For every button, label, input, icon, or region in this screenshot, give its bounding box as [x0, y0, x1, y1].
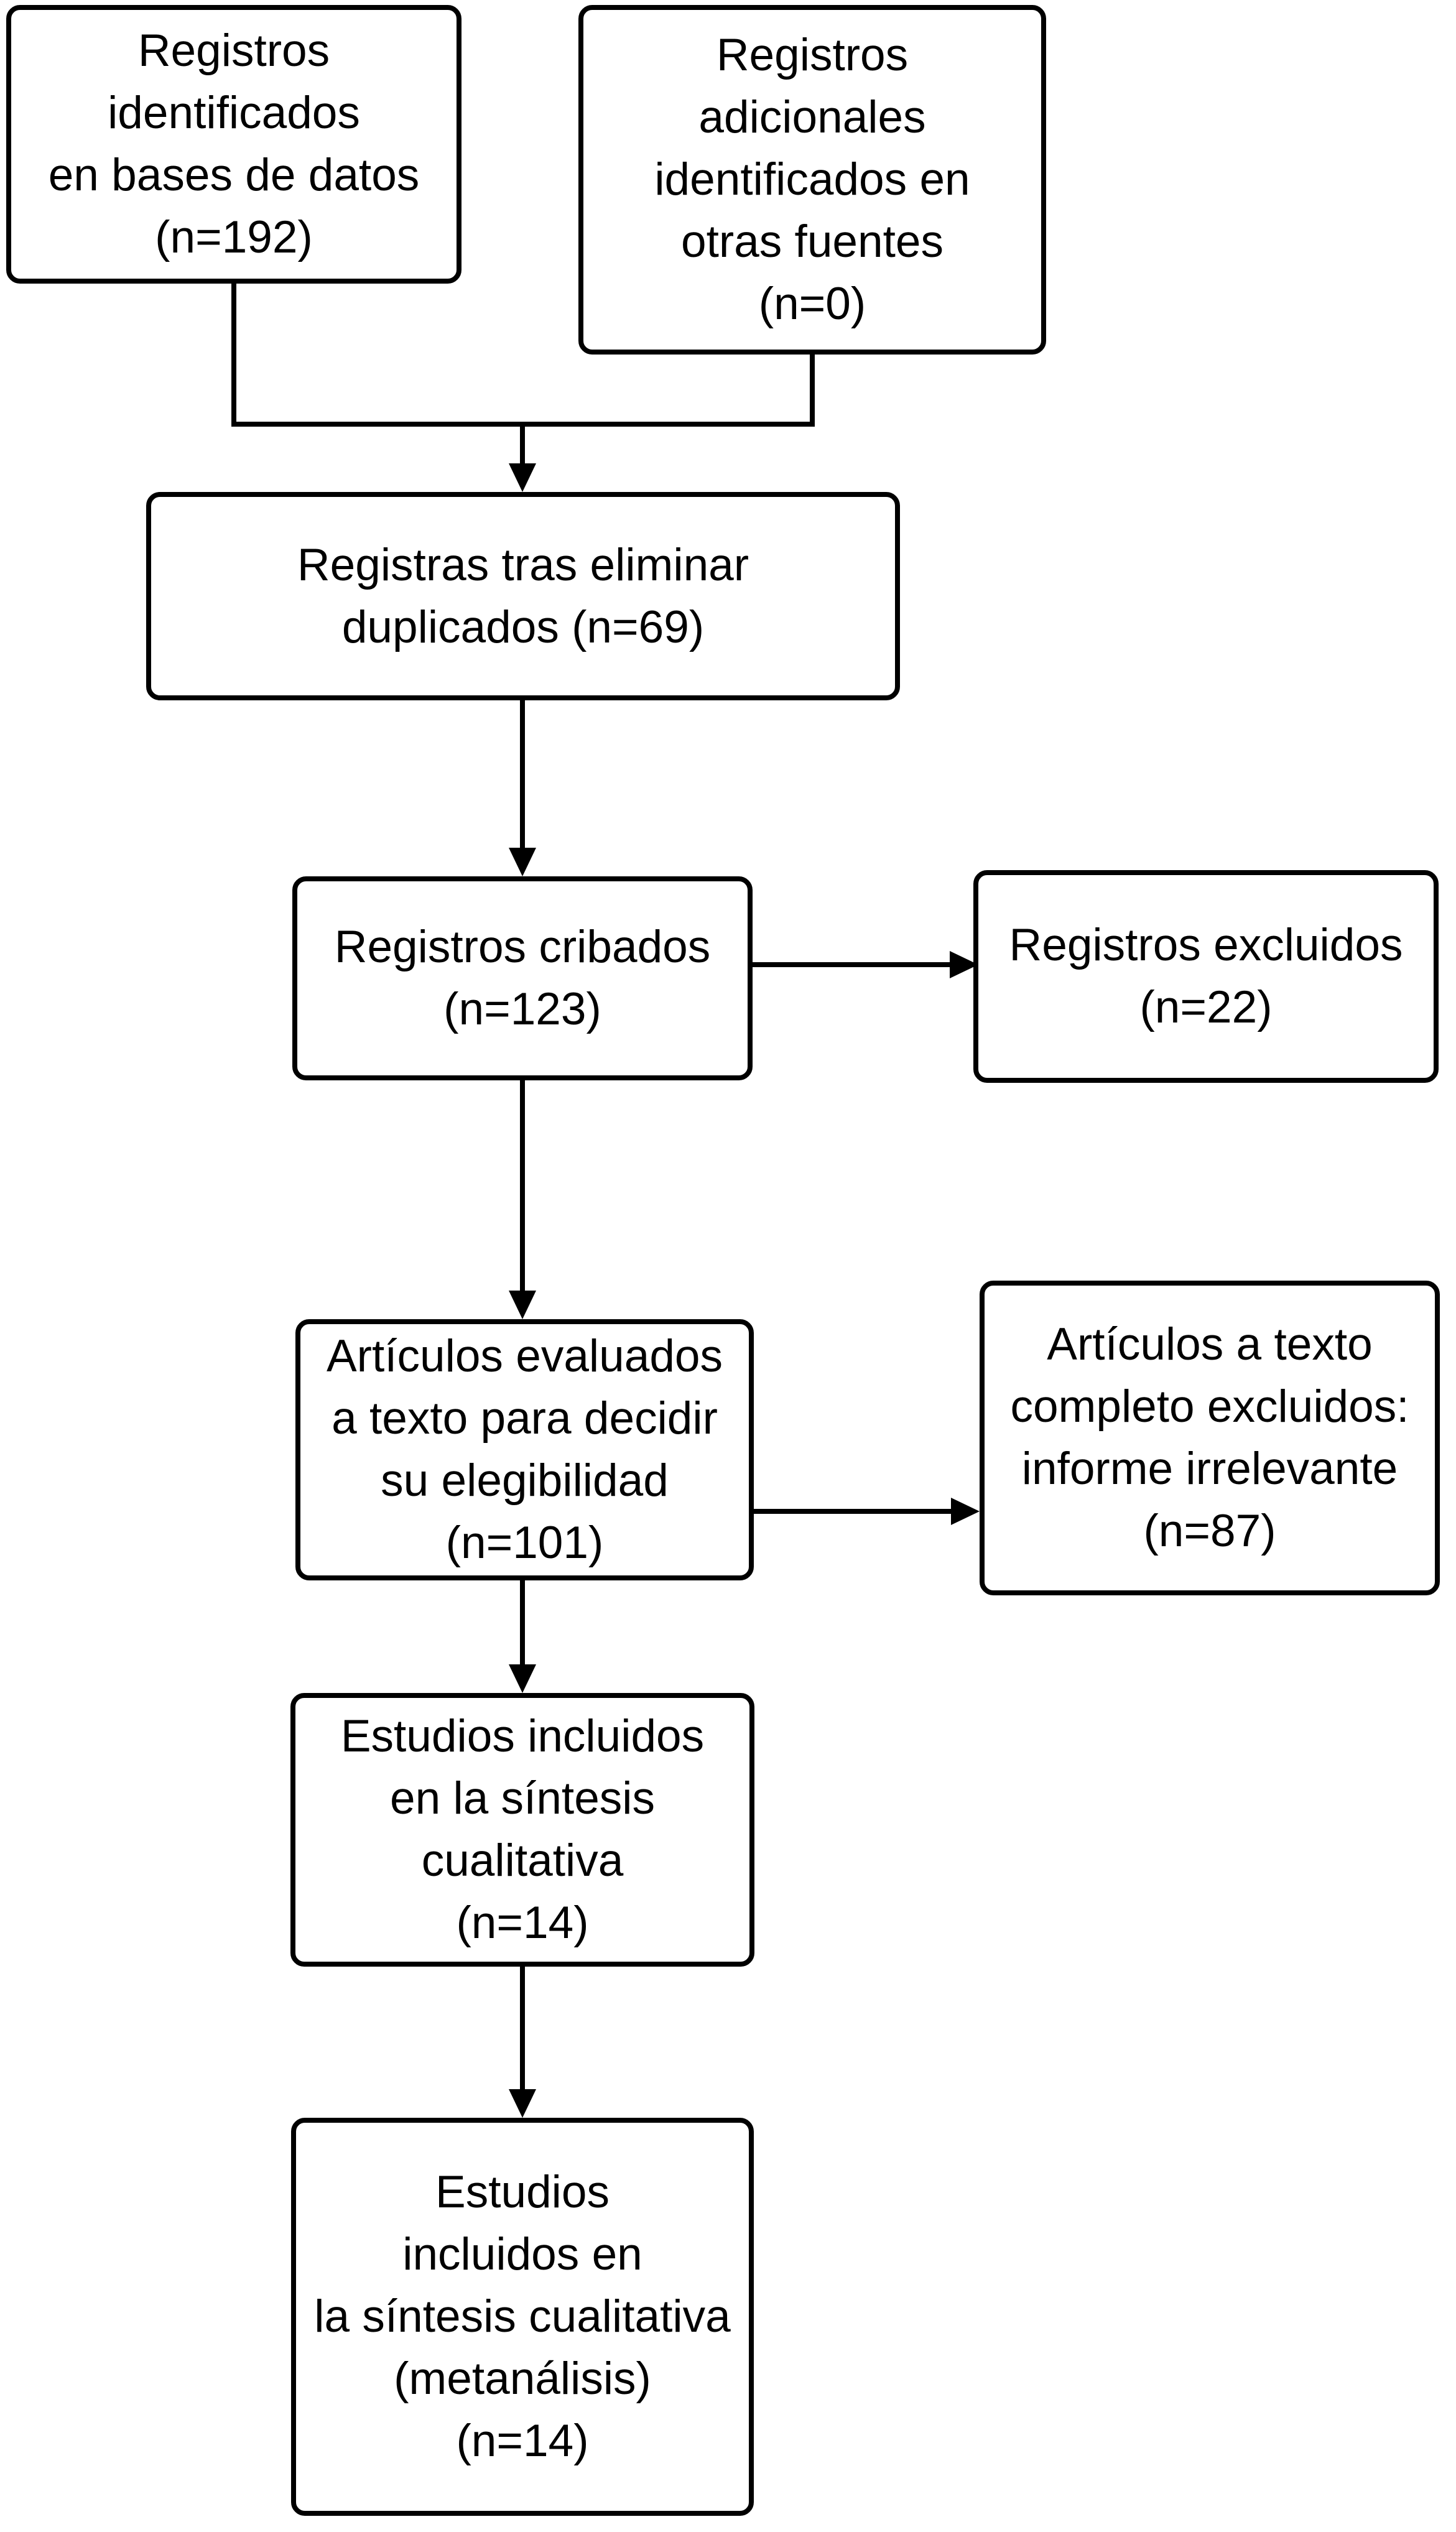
node-text-line: Artículos a texto — [1047, 1319, 1373, 1370]
node-text-line: incluidos en — [402, 2229, 642, 2279]
node-text-line: Registros excluidos — [1009, 920, 1403, 970]
node-text-line: en bases de datos — [48, 150, 420, 200]
arrow-stem-to-meta-analysis — [520, 1964, 525, 2090]
arrowhead-down — [509, 1291, 536, 1319]
node-text-line: Registros cribados — [334, 922, 711, 972]
node-text-line: cualitativa — [421, 1835, 624, 1886]
node-studies-qualitative-synthesis: Estudios incluidos en la síntesis cualit… — [290, 1693, 754, 1967]
arrowhead-right — [951, 1498, 980, 1525]
node-text-line: (n=0) — [758, 279, 866, 329]
arrow-stem-to-fulltext-excluded — [751, 1509, 953, 1514]
node-text-line: duplicados (n=69) — [341, 601, 705, 652]
node-text-line: adicionales — [698, 92, 926, 142]
arrowhead-down — [509, 2089, 536, 2118]
node-text-line: (n=101) — [445, 1518, 604, 1568]
node-text-line: identificados — [108, 88, 360, 138]
node-text-line: (metanálisis) — [394, 2353, 651, 2404]
arrowhead-down — [509, 463, 536, 492]
node-text-line: (n=87) — [1143, 1506, 1276, 1556]
node-text-line: completo excluidos: — [1010, 1381, 1409, 1432]
node-records-excluded: Registros excluidos (n=22) — [973, 870, 1439, 1083]
arrowhead-down — [509, 1664, 536, 1693]
arrow-stem-to-records-excluded — [750, 962, 952, 967]
node-text-line: su elegibilidad — [381, 1455, 669, 1506]
node-text-line: la síntesis cualitativa — [314, 2291, 731, 2342]
node-text-line: (n=14) — [456, 2416, 589, 2466]
arrow-stem-to-deduplicated — [520, 423, 525, 465]
connector-identified-other-down — [810, 352, 815, 427]
node-text-line: (n=123) — [443, 984, 601, 1034]
node-records-screened: Registros cribados (n=123) — [292, 876, 753, 1080]
node-text-line: Registros — [137, 26, 330, 76]
node-fulltext-excluded: Artículos a texto completo excluidos: in… — [980, 1281, 1440, 1595]
node-text-line: Registras tras eliminar — [297, 539, 749, 590]
arrow-stem-to-fulltext-assessed — [520, 1078, 525, 1292]
node-text-line: a texto para decidir — [332, 1393, 718, 1444]
node-text-line: Artículos evaluados — [326, 1331, 723, 1381]
node-text-line: otras fuentes — [680, 216, 944, 267]
arrow-stem-to-screened — [520, 698, 525, 848]
node-text-line: Estudios incluidos — [340, 1711, 705, 1761]
node-text-line: en la síntesis — [389, 1773, 656, 1824]
node-text-line: (n=192) — [155, 212, 313, 262]
node-text-line: identificados en — [654, 154, 970, 205]
node-text-line: (n=22) — [1139, 982, 1273, 1032]
connector-identified-db-down — [231, 281, 236, 427]
node-studies-meta-analysis: Estudios incluidos en la síntesis cualit… — [291, 2118, 754, 2516]
node-records-identified-other-sources: Registros adicionales identificados en o… — [578, 5, 1046, 355]
node-text-line: informe irrelevante — [1021, 1444, 1398, 1494]
node-fulltext-assessed: Artículos evaluados a texto para decidir… — [295, 1319, 754, 1580]
node-text-line: Registros — [716, 30, 909, 80]
arrowhead-down — [509, 848, 536, 876]
arrow-stem-to-qualitative-synthesis — [520, 1578, 525, 1666]
node-records-identified-databases: Registros identificados en bases de dato… — [6, 5, 461, 284]
node-text-line: (n=14) — [456, 1898, 589, 1948]
node-records-after-duplicates: Registras tras eliminar duplicados (n=69… — [146, 492, 900, 700]
node-text-line: Estudios — [435, 2167, 610, 2217]
